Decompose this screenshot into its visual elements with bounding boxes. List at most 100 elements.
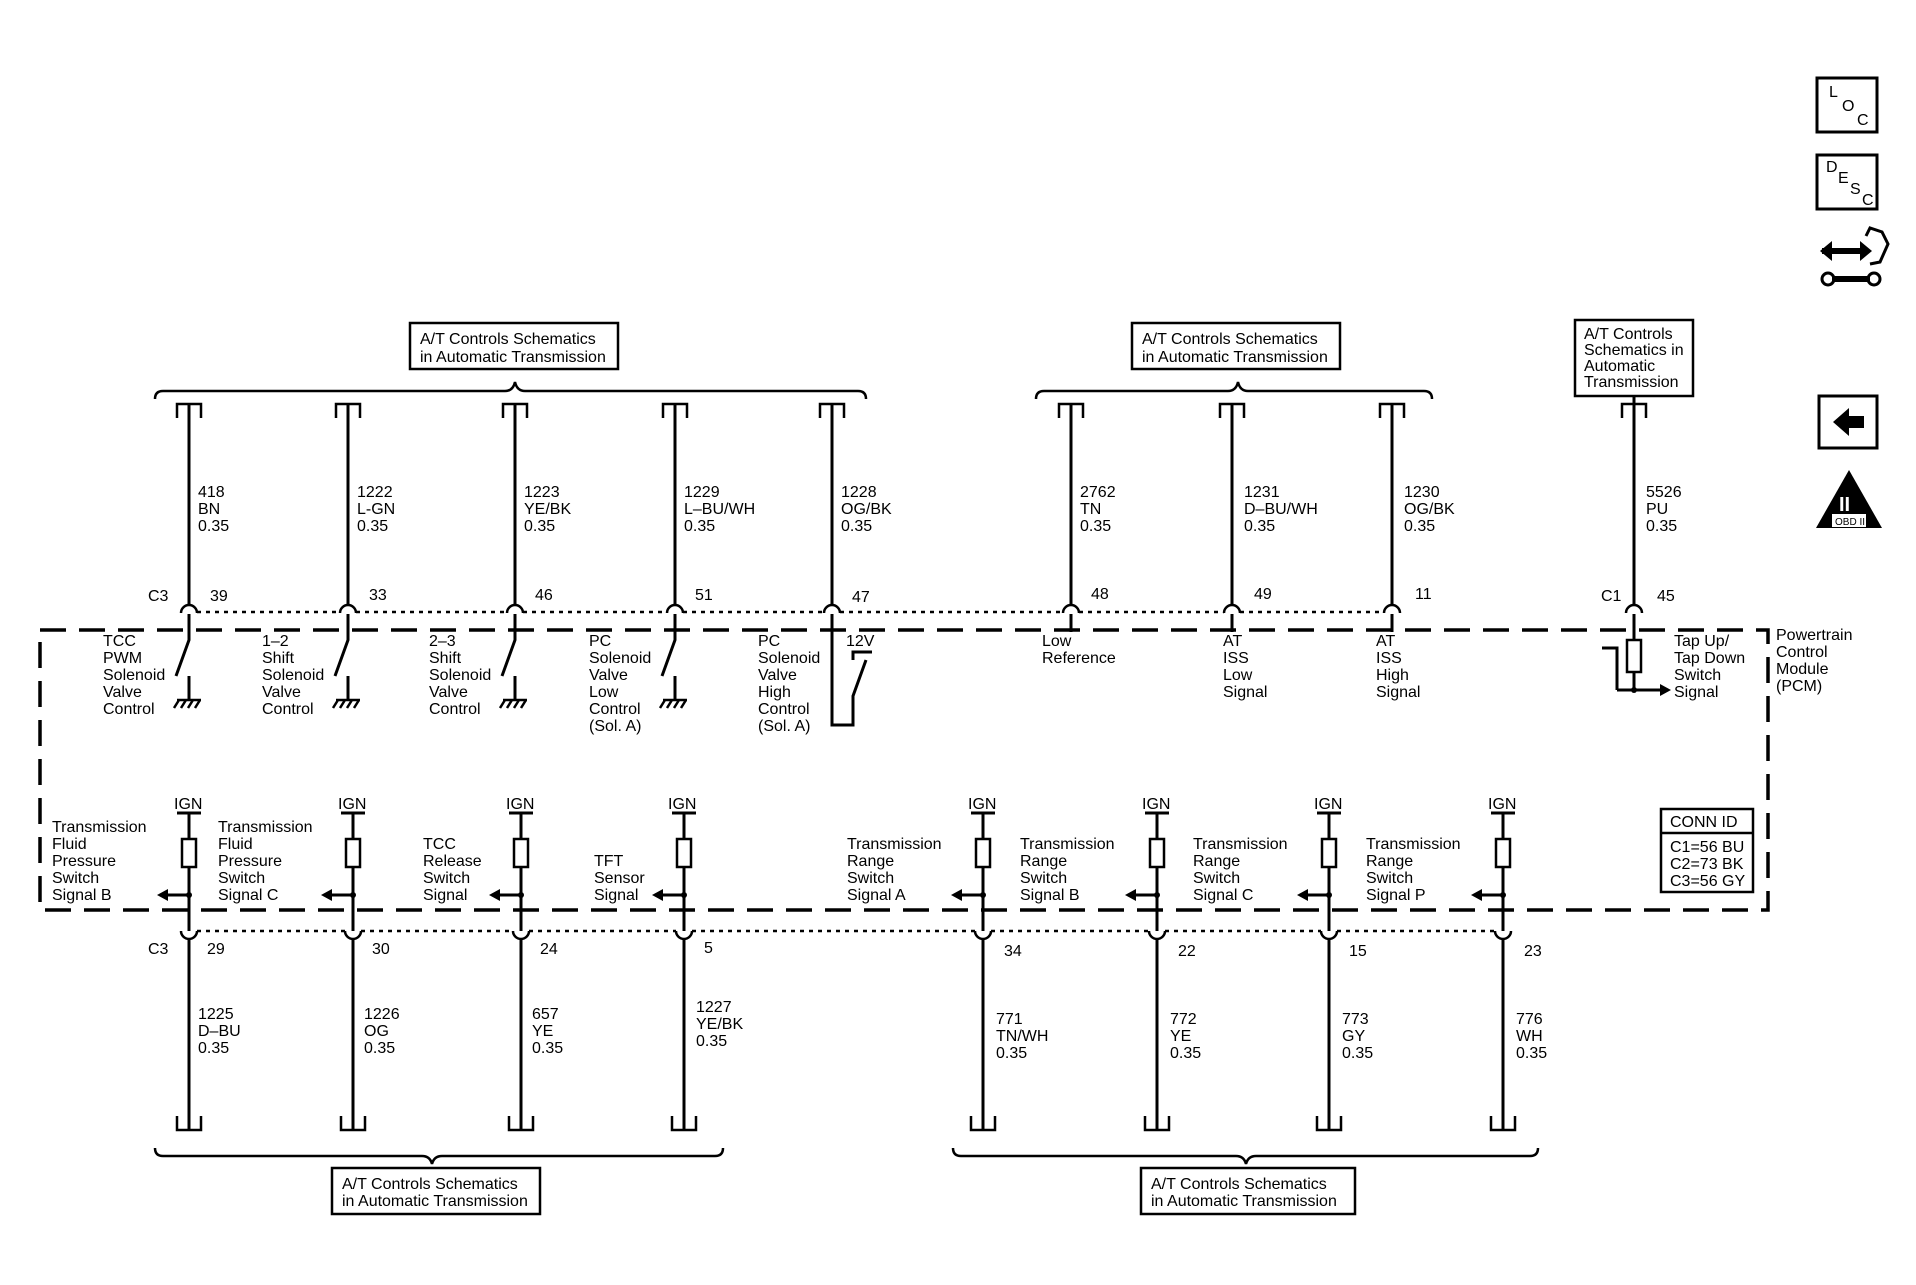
ref-box-bottom-right[interactable]: A/T Controls Schematics in Automatic Tra… [1139,1166,1357,1216]
svg-text:Transmission: Transmission [1020,836,1115,853]
svg-text:0.35: 0.35 [1342,1045,1373,1062]
ref-box-bottom-left[interactable]: A/T Controls Schematics in Automatic Tra… [330,1166,542,1216]
conn-id-row: C2=73 BK [1670,856,1744,873]
top-wire-2762: 2762 TN 0.35 [1057,402,1116,604]
svg-text:Signal C: Signal C [218,887,278,904]
svg-text:YE/BK: YE/BK [696,1016,743,1033]
ref-box-top-left[interactable]: A/T Controls Schematics in Automatic Tra… [408,321,620,371]
svg-text:ISS: ISS [1376,650,1402,667]
svg-text:TFT: TFT [594,853,624,870]
svg-text:AT: AT [1376,633,1395,650]
svg-text:Fluid: Fluid [52,836,87,853]
svg-text:D–BU/WH: D–BU/WH [1244,501,1318,518]
connector-label: C3 [148,588,169,605]
obd-ii-icon[interactable]: II OBD II [1816,470,1882,528]
svg-text:2–3: 2–3 [429,633,456,650]
svg-text:TN/WH: TN/WH [996,1028,1048,1045]
bottom-wire-1226: 1226 OG 0.35 [339,940,400,1132]
svg-text:Range: Range [847,853,894,870]
svg-text:OBD II: OBD II [1835,517,1865,528]
svg-text:YE: YE [532,1023,553,1040]
pin-number: 30 [372,941,390,958]
svg-text:IGN: IGN [506,796,534,813]
svg-text:L-GN: L-GN [357,501,395,518]
svg-text:Control: Control [429,701,481,718]
svg-text:Signal C: Signal C [1193,887,1253,904]
pullup-input-1227: IGN [652,796,696,931]
bottom-wire-1227: 1227 YE/BK 0.35 [670,940,743,1132]
top-wire-5526: 5526 PU 0.35 [1620,396,1682,604]
svg-text:OG/BK: OG/BK [1404,501,1455,518]
pullup-input-776: IGN [1471,796,1516,931]
ref-text: A/T Controls [1584,326,1673,343]
pin-number: 11 [1415,586,1432,603]
svg-text:Switch: Switch [1193,870,1240,887]
connector-repair-icon[interactable] [1820,226,1890,287]
bottom-wire-772: 772 YE 0.35 [1143,940,1201,1132]
ref-text: Transmission [1584,374,1679,391]
svg-text:0.35: 0.35 [357,518,388,535]
ref-box-top-mid[interactable]: A/T Controls Schematics in Automatic Tra… [1130,321,1342,371]
bottom-connector-terminals [179,930,1513,941]
description-icon[interactable]: D E S C [1815,153,1879,211]
svg-text:Tap Up/: Tap Up/ [1674,633,1730,650]
pin-number: 48 [1091,586,1109,603]
signal-label-tfp-b: Transmission Fluid Pressure Switch Signa… [52,819,147,904]
svg-text:Low: Low [1042,633,1072,650]
svg-text:Solenoid: Solenoid [758,650,820,667]
connector-label: C1 [1601,588,1622,605]
pin-number: 24 [540,941,558,958]
svg-text:Transmission: Transmission [847,836,942,853]
svg-text:Signal A: Signal A [847,887,906,904]
low-side-driver-418 [172,614,202,709]
svg-text:Signal P: Signal P [1366,887,1426,904]
svg-text:High: High [1376,667,1409,684]
svg-text:418: 418 [198,484,225,501]
signal-label-pc-high: PC Solenoid Valve High Control (Sol. A) [758,633,820,735]
signal-label-tap-switch: Tap Up/ Tap Down Switch Signal [1674,633,1745,701]
signal-label-tcc-pwm: TCC PWM Solenoid Valve Control [103,633,165,718]
svg-text:PC: PC [589,633,611,650]
svg-text:Solenoid: Solenoid [429,667,491,684]
svg-text:1227: 1227 [696,999,732,1016]
low-side-driver-1222 [331,614,361,709]
back-arrow-icon[interactable] [1817,394,1879,450]
svg-text:5526: 5526 [1646,484,1682,501]
svg-text:Reference: Reference [1042,650,1116,667]
signal-label-range-a: Transmission Range Switch Signal A [847,836,942,904]
bottom-wire-771: 771 TN/WH 0.35 [969,940,1048,1132]
svg-text:Signal B: Signal B [1020,887,1080,904]
bottom-wire-1225: 1225 D–BU 0.35 [175,940,241,1132]
ref-text: A/T Controls Schematics [342,1176,518,1193]
svg-text:0.35: 0.35 [1244,518,1275,535]
pin-number: 15 [1349,943,1367,960]
svg-text:Shift: Shift [262,650,295,667]
ref-bracket-top-left [153,381,868,400]
svg-text:Fluid: Fluid [218,836,253,853]
top-wire-1222: 1222 L-GN 0.35 [334,402,395,604]
svg-text:Switch: Switch [423,870,470,887]
top-wire-1228: 1228 OG/BK 0.35 [818,402,892,604]
svg-text:Pressure: Pressure [218,853,282,870]
ref-text: in Automatic Transmission [342,1193,528,1210]
signal-label-tcc-release: TCC Release Switch Signal [423,836,482,904]
pullup-input-657: IGN [489,796,534,931]
svg-text:776: 776 [1516,1011,1543,1028]
svg-text:IGN: IGN [1488,796,1516,813]
ref-box-top-right[interactable]: A/T Controls Schematics in Automatic Tra… [1573,318,1695,398]
pullup-input-772: IGN [1125,796,1170,931]
svg-text:Transmission: Transmission [218,819,313,836]
svg-text:Switch: Switch [218,870,265,887]
svg-text:IGN: IGN [338,796,366,813]
svg-text:0.35: 0.35 [198,518,229,535]
svg-text:1228: 1228 [841,484,877,501]
svg-text:Solenoid: Solenoid [262,667,324,684]
svg-text:YE/BK: YE/BK [524,501,571,518]
ref-text: A/T Controls Schematics [1151,1176,1327,1193]
svg-text:GY: GY [1342,1028,1365,1045]
location-icon[interactable]: L O C [1815,76,1879,134]
svg-text:TCC: TCC [423,836,456,853]
svg-text:1225: 1225 [198,1006,234,1023]
svg-text:TN: TN [1080,501,1101,518]
pin-number: 39 [210,588,228,605]
